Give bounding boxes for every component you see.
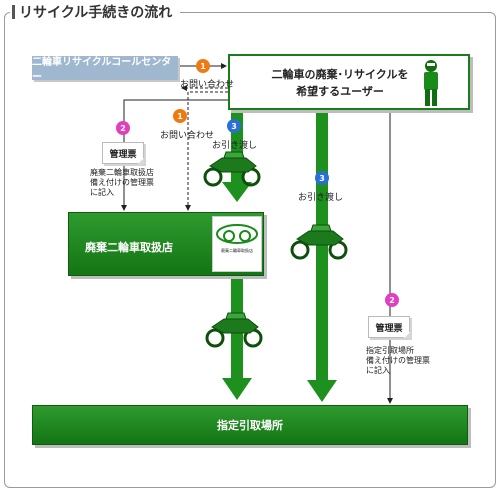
badge-handover-left: 3 xyxy=(227,119,241,133)
slip-right: 管理票 xyxy=(368,316,410,338)
svg-text:2: 2 xyxy=(120,124,126,133)
label-handover-left: お引き渡し xyxy=(212,141,258,151)
shop-emblem-icon xyxy=(216,224,258,244)
slip-right-label: 管理票 xyxy=(375,323,403,334)
note-left-line3: に記入 xyxy=(90,188,114,197)
svg-text:1: 1 xyxy=(200,62,206,71)
badge-slip-right: 2 xyxy=(385,293,399,307)
diagram-frame xyxy=(4,12,496,488)
label-handover-right: お引き渡し xyxy=(298,193,344,203)
label-inquiry-top: お問い合わせ xyxy=(180,80,235,90)
motorcycle-icon-right xyxy=(290,224,348,260)
svg-text:2: 2 xyxy=(389,296,395,305)
note-right: 指定引取場所 備え付けの管理票 に記入 xyxy=(366,346,430,376)
arrow-user-to-site-head xyxy=(307,380,337,402)
motorcycle-icon-mid xyxy=(205,312,263,348)
arrow-shop-to-site-head xyxy=(222,378,252,400)
note-right-line2: 備え付けの管理票 xyxy=(366,356,430,365)
badge-inquiry-mid: 1 xyxy=(173,109,187,123)
badge-handover-right: 3 xyxy=(315,171,329,185)
designated-site-label: 指定引取場所 xyxy=(217,419,283,432)
arrow-user-to-site-shaft xyxy=(316,112,328,380)
inquiry-line-user-to-shop xyxy=(185,91,228,211)
user-label-line1: 二輪車の廃棄･リサイクルを xyxy=(271,68,409,81)
recycle-center-box: 二輪車リサイクルコールセンター xyxy=(32,56,178,83)
slip-left: 管理票 xyxy=(102,142,144,164)
note-left-line1: 廃棄二輪車取扱店 xyxy=(90,168,154,177)
badge-inquiry-top: 1 xyxy=(196,59,210,73)
svg-text:1: 1 xyxy=(177,112,183,121)
slip-left-label: 管理票 xyxy=(109,149,137,160)
badge-slip-left: 2 xyxy=(116,121,130,135)
user-box: 二輪車の廃棄･リサイクルを 希望するユーザー xyxy=(228,54,470,110)
shop-label: 廃棄二輪車取扱店 xyxy=(85,241,173,254)
designated-site-box: 指定引取場所 xyxy=(32,405,468,445)
shop-certificate-label: 廃棄二輪車取扱店 xyxy=(221,248,253,253)
rider-icon xyxy=(424,60,438,106)
svg-text:3: 3 xyxy=(319,174,325,183)
user-label: 二輪車の廃棄･リサイクルを 希望するユーザー xyxy=(260,66,420,100)
label-inquiry-mid: お問い合わせ xyxy=(160,131,215,141)
note-right-line1: 指定引取場所 xyxy=(366,346,414,355)
recycle-center-label: 二輪車リサイクルコールセンター xyxy=(32,57,172,83)
page-title: リサイクル手続きの流れ xyxy=(10,2,181,22)
svg-text:3: 3 xyxy=(231,122,237,131)
arrow-user-to-shop-head xyxy=(222,182,252,202)
note-left-line2: 備え付けの管理票 xyxy=(90,178,154,187)
motorcycle-icon-left xyxy=(203,151,261,187)
note-right-line3: に記入 xyxy=(366,366,390,375)
note-left: 廃棄二輪車取扱店 備え付けの管理票 に記入 xyxy=(90,168,154,198)
shop-certificate-icon: 廃棄二輪車取扱店 xyxy=(212,216,262,272)
user-label-line2: 希望するユーザー xyxy=(296,85,384,98)
slip-line-left xyxy=(121,99,228,211)
